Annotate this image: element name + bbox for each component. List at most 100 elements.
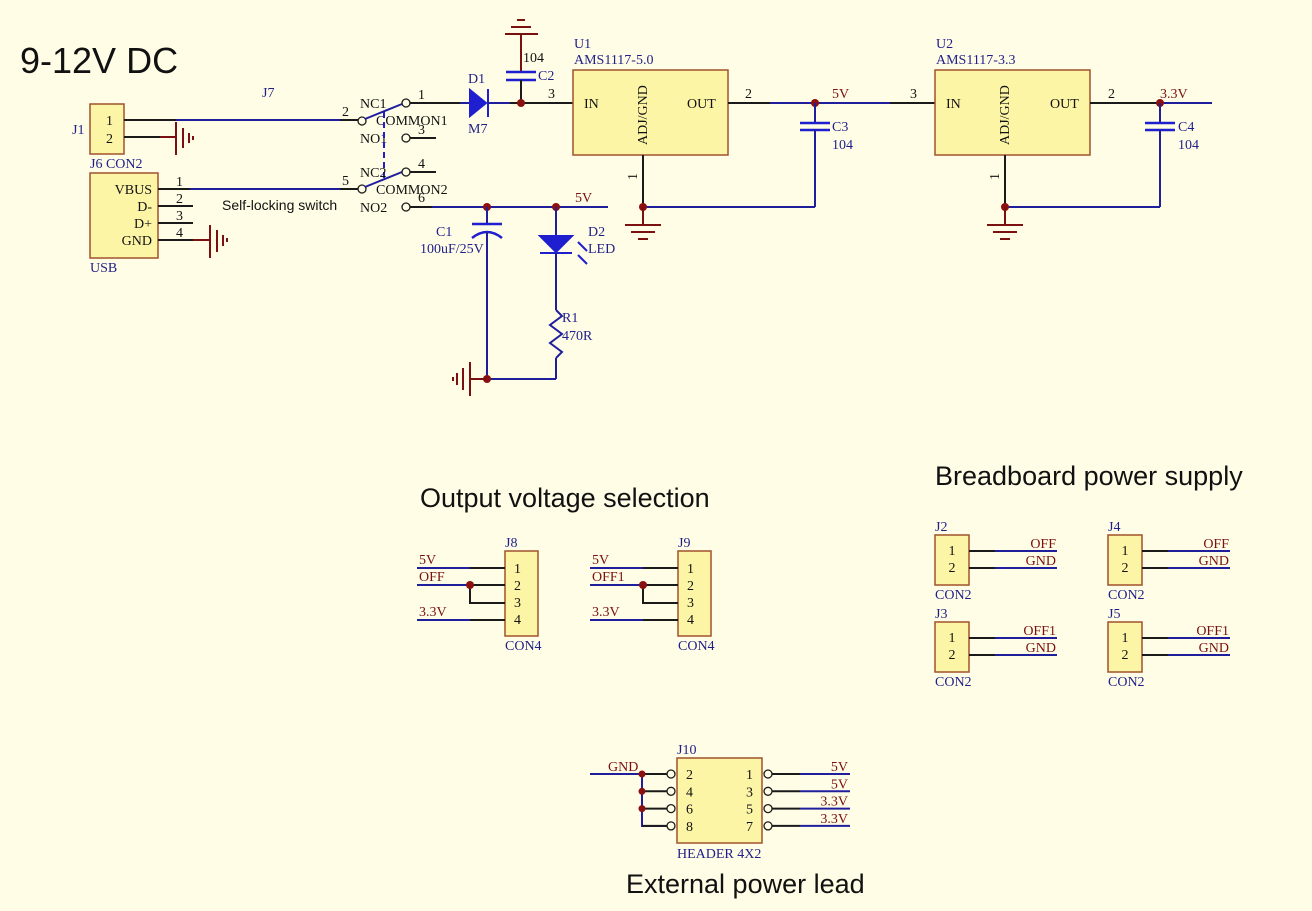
j10-pin-pad xyxy=(666,786,676,796)
j7-no1: NO1 xyxy=(360,132,387,147)
connector-pin: 2 xyxy=(1122,648,1129,663)
u1-pin-in-num: 3 xyxy=(548,87,555,102)
u1-pin-out-num: 2 xyxy=(745,87,752,102)
net-label-5v: 5V xyxy=(832,87,849,102)
ground-icon xyxy=(175,122,194,155)
j9-net-5v: 5V xyxy=(592,553,609,568)
c4-value: 104 xyxy=(1178,138,1199,153)
j10-right-pin: 3 xyxy=(746,785,753,800)
j10-pin-pad xyxy=(763,821,773,831)
c3-value: 104 xyxy=(832,138,853,153)
usb-num-1: 1 xyxy=(176,175,183,190)
j7-num-6: 6 xyxy=(418,191,425,206)
j7-label: Self-locking switch xyxy=(222,197,337,213)
u1-pin-gnd-num: 1 xyxy=(626,173,641,180)
connector-pin: 1 xyxy=(1122,631,1129,646)
j10-value: HEADER 4X2 xyxy=(677,847,761,862)
j10-pin-pad xyxy=(666,769,676,779)
c1-value: 100uF/25V xyxy=(420,242,484,257)
j10-pin-pad xyxy=(763,769,773,779)
connector-pin: 2 xyxy=(949,561,956,576)
j10-net-label: 3.3V xyxy=(820,795,848,810)
j8-pin-2: 2 xyxy=(514,579,521,594)
connector-net-label: OFF xyxy=(1030,537,1056,552)
connector-j8: J8 1 2 3 4 CON4 5V OFF 3.3V xyxy=(417,536,542,654)
diode-d1: D1 M7 xyxy=(460,72,510,137)
u2-value: AMS1117-3.3 xyxy=(936,53,1015,68)
ground-icon xyxy=(452,362,487,396)
usb-pin-dplus: D+ xyxy=(134,217,152,232)
j7-num-4: 4 xyxy=(418,157,425,172)
capacitor-c1: C1 100uF/25V xyxy=(420,207,503,379)
j10-net-gnd: GND xyxy=(608,760,638,775)
u2-pin-in: IN xyxy=(946,97,961,112)
j7-num-1: 1 xyxy=(418,88,425,103)
connector-ref: J3 xyxy=(935,607,947,622)
j10-pin-pad xyxy=(763,803,773,814)
u2-pin-gnd: ADJ/GND xyxy=(998,85,1013,145)
r1-ref: R1 xyxy=(562,311,578,326)
connector-ref: J2 xyxy=(935,520,947,535)
j10-net-label: 5V xyxy=(831,760,848,775)
j10-right-pin: 7 xyxy=(746,820,753,835)
j1-pin-1: 1 xyxy=(106,114,113,129)
usb-ref: USB xyxy=(90,261,117,276)
j8-net-3v3: 3.3V xyxy=(419,605,447,620)
u1-pin-in: IN xyxy=(584,97,599,112)
d2-ref: D2 xyxy=(588,225,605,240)
j7-common1: COMMON1 xyxy=(376,114,448,129)
j10-net-label: 3.3V xyxy=(820,812,848,827)
j1-value: J6 CON2 xyxy=(90,157,143,172)
u2-pin-out-num: 2 xyxy=(1108,87,1115,102)
j9-ref: J9 xyxy=(678,536,690,551)
j10-right-pin: 1 xyxy=(746,768,753,783)
j9-pin-3: 3 xyxy=(687,596,694,611)
c2-value: 104 xyxy=(523,51,544,66)
j7-common2: COMMON2 xyxy=(376,183,448,198)
switch-j7: J7 Self-locking switch 2 NC1 COMMON1 NO1… xyxy=(222,86,608,216)
u2-pin-gnd-num: 1 xyxy=(988,173,1003,180)
connector-pin: 2 xyxy=(1122,561,1129,576)
connector-net-label: GND xyxy=(1199,641,1229,656)
j10-left-pin: 8 xyxy=(686,820,693,835)
connector-j9: J9 1 2 3 4 CON4 5V OFF1 3.3V xyxy=(590,536,715,654)
c4-ref: C4 xyxy=(1178,120,1194,135)
j8-net-5v: 5V xyxy=(419,553,436,568)
connector-pin: 1 xyxy=(949,631,956,646)
j10-pin-pad xyxy=(666,821,676,831)
u2-ref: U2 xyxy=(936,37,953,52)
j9-net-off1: OFF1 xyxy=(592,570,625,585)
led-d2: D2 LED xyxy=(537,207,615,310)
j10-left-pin: 6 xyxy=(686,803,693,818)
d2-value: LED xyxy=(588,242,615,257)
connector-net-label: OFF xyxy=(1203,537,1229,552)
j9-pin-1: 1 xyxy=(687,562,694,577)
connector-value: CON2 xyxy=(935,588,972,603)
j1-pin-2: 2 xyxy=(106,132,113,147)
u1-pin-out: OUT xyxy=(687,97,716,112)
j9-pin-4: 4 xyxy=(687,613,694,628)
capacitor-c2: 104 C2 xyxy=(505,19,554,103)
r1-value: 470R xyxy=(562,329,593,344)
ground-icon xyxy=(209,225,228,258)
title-output-selection: Output voltage selection xyxy=(420,483,710,513)
j10-left-pin: 2 xyxy=(686,768,693,783)
usb-pin-vbus: VBUS xyxy=(115,183,152,198)
usb-num-2: 2 xyxy=(176,192,183,207)
usb-pin-gnd: GND xyxy=(122,234,152,249)
j10-ref: J10 xyxy=(677,743,696,758)
j7-nc1: NC1 xyxy=(360,97,386,112)
resistor-r1: R1 470R xyxy=(487,309,593,380)
title-input: 9-12V DC xyxy=(20,40,178,81)
ground-icon xyxy=(625,207,661,240)
j1-ref: J1 xyxy=(72,123,84,138)
connector-j1: J1 1 2 J6 CON2 xyxy=(72,103,340,172)
j8-pin-4: 4 xyxy=(514,613,521,628)
connector-value: CON2 xyxy=(1108,588,1145,603)
j9-value: CON4 xyxy=(678,639,715,654)
j9-pin-2: 2 xyxy=(687,579,694,594)
